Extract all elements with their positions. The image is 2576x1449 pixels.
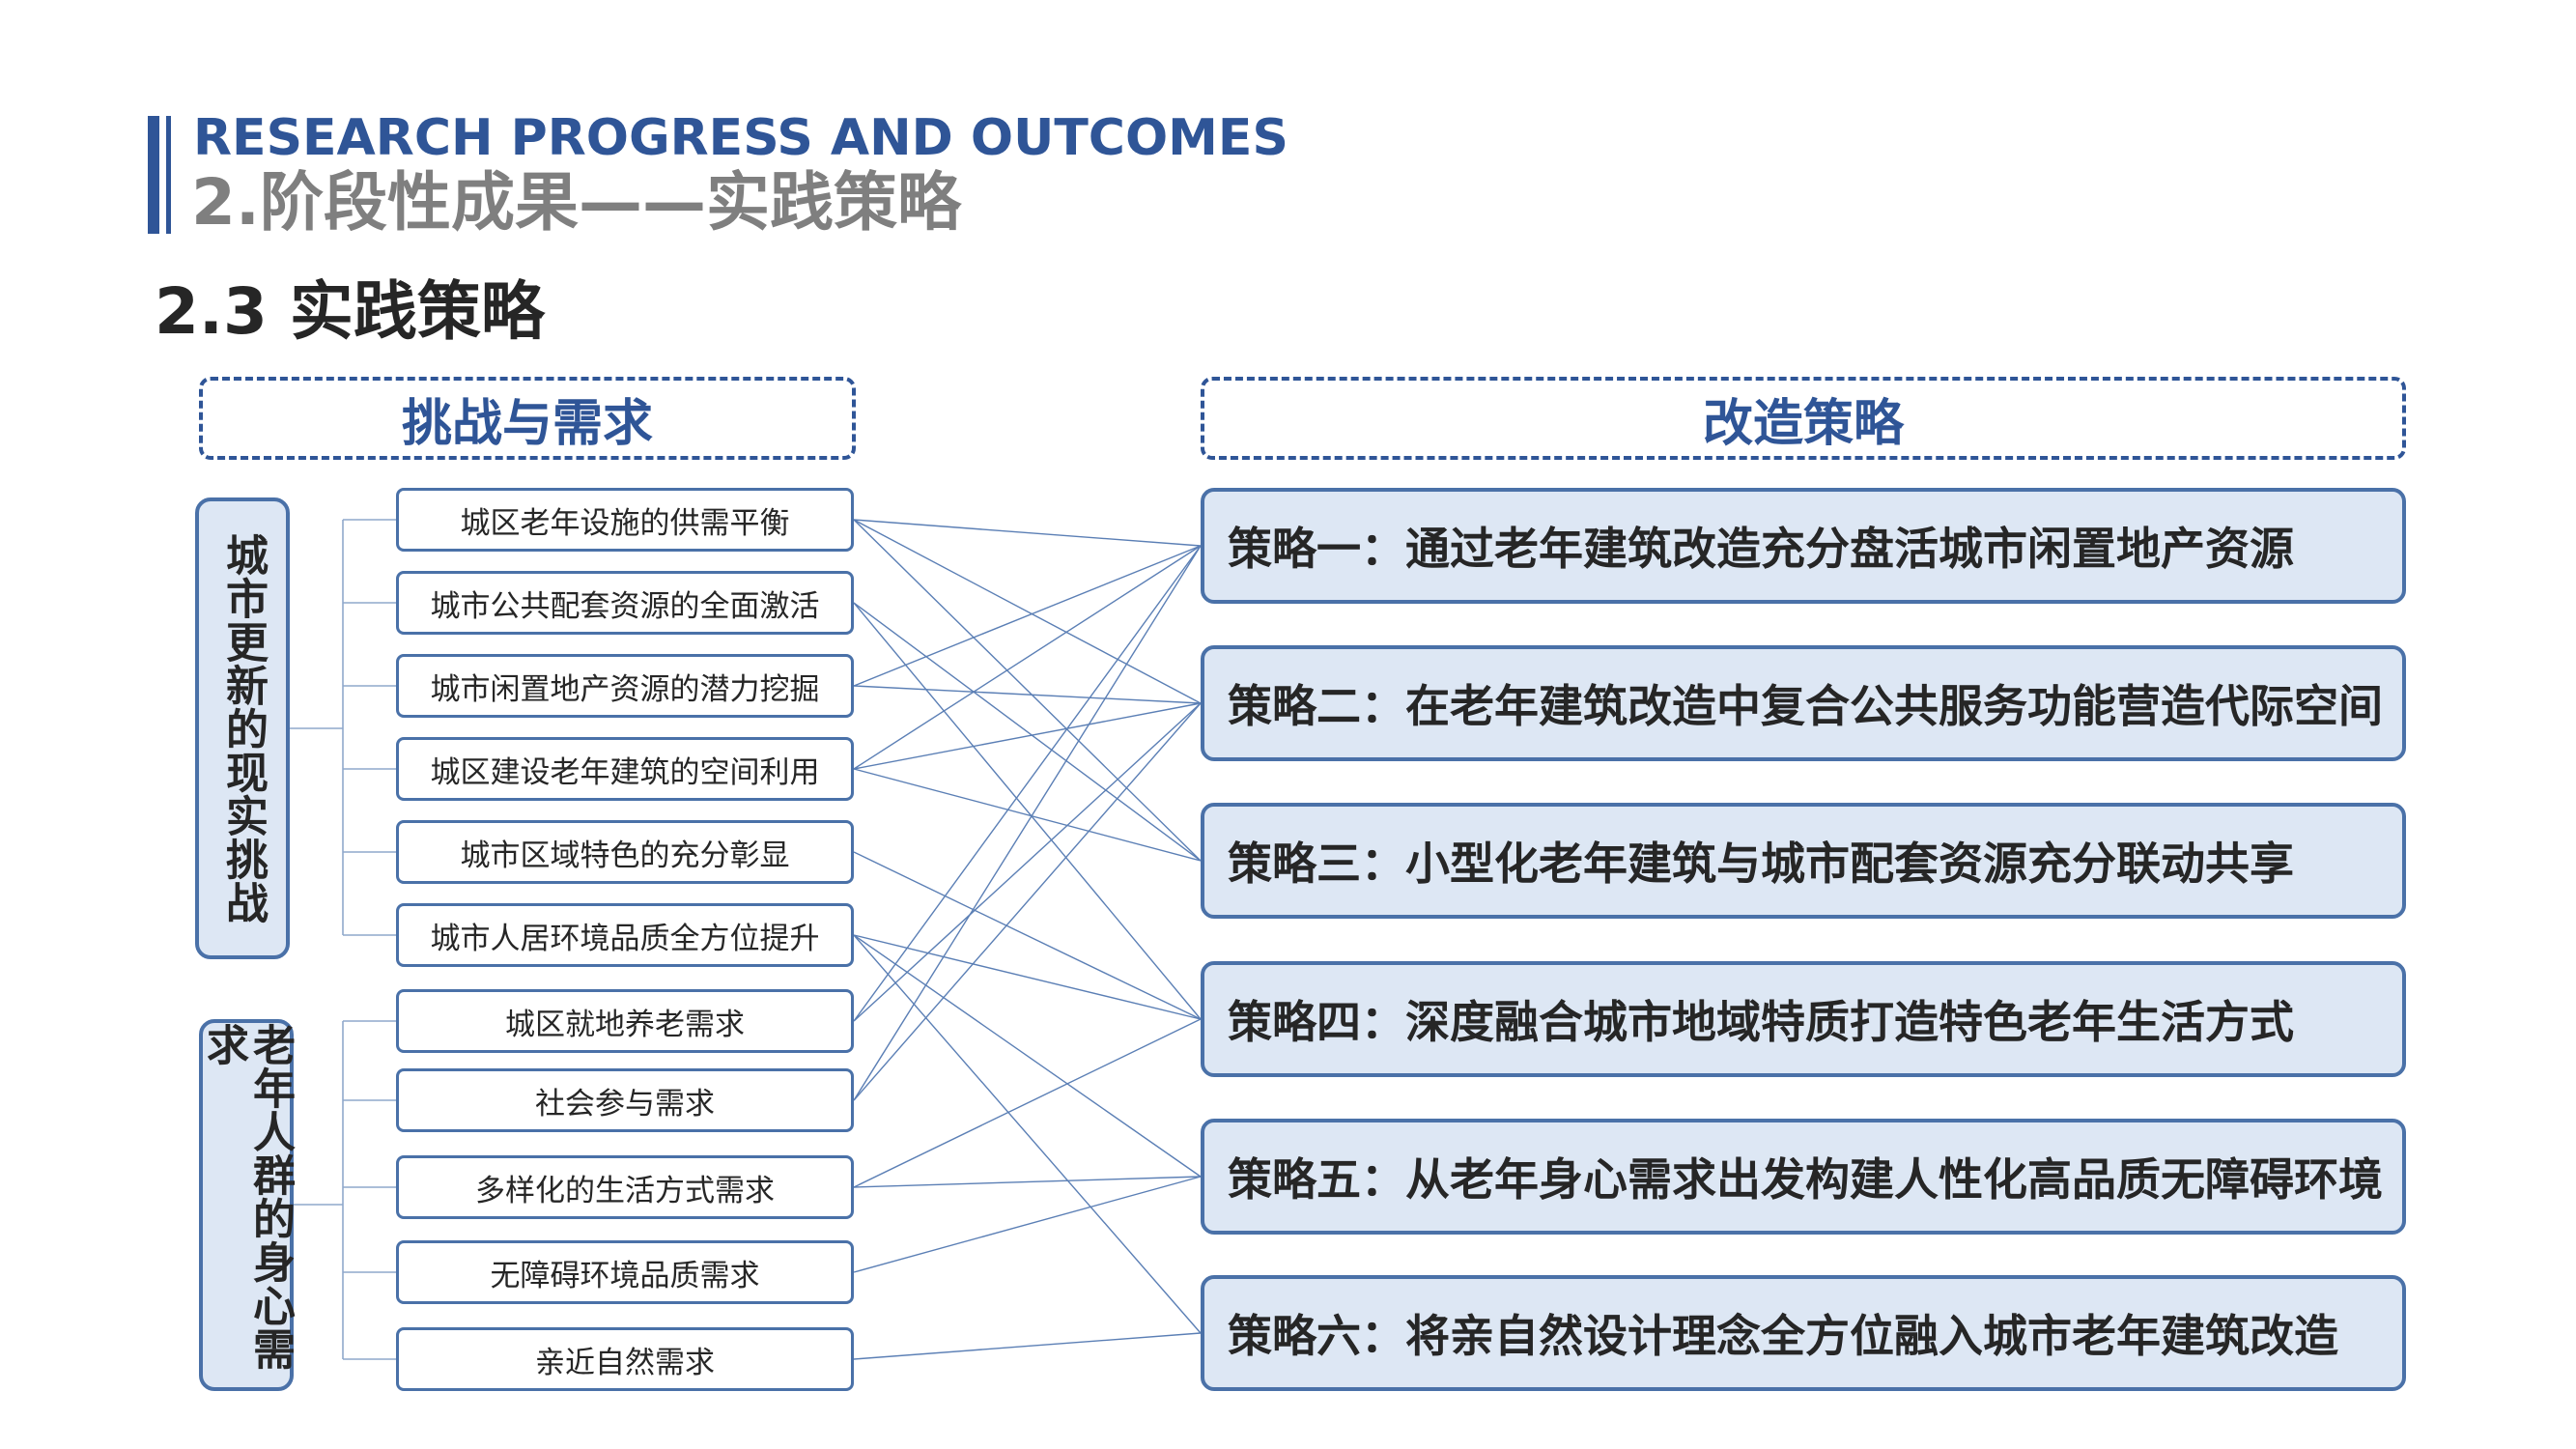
category-label: 城市更新的现实挑战 (218, 532, 268, 924)
link-line (853, 1018, 1202, 1188)
link-line (853, 702, 1202, 770)
strategy-1: 策略一：通过老年建筑改造充分盘活城市闲置地产资源 (1201, 488, 2406, 604)
item-barrier-free: 无障碍环境品质需求 (396, 1240, 854, 1304)
item-social-participation: 社会参与需求 (396, 1068, 854, 1132)
link-line (853, 934, 1202, 1178)
link-line (853, 1332, 1202, 1360)
link-line (853, 545, 1202, 1101)
strategy-5: 策略五：从老年身心需求出发构建人性化高品质无障碍环境 (1201, 1119, 2406, 1235)
link-line (853, 1176, 1202, 1273)
link-line (853, 519, 1202, 862)
link-line (853, 702, 1202, 1022)
item-living-environment: 城市人居环境品质全方位提升 (396, 903, 854, 967)
category-label: 老年人群的身心需求 (199, 1023, 295, 1371)
item-regional-character: 城市区域特色的充分彰显 (396, 820, 854, 884)
item-space-utilization: 城区建设老年建筑的空间利用 (396, 737, 854, 801)
link-line (853, 519, 1202, 547)
title-accent-bar-thin (166, 116, 171, 234)
link-lines (853, 519, 1202, 1360)
link-line (853, 519, 1202, 704)
link-line (853, 602, 1202, 1020)
link-line (853, 685, 1202, 704)
item-idle-property: 城市闲置地产资源的潜力挖掘 (396, 654, 854, 718)
challenges-header: 挑战与需求 (199, 377, 856, 460)
category-urban-renewal: 城市更新的现实挑战 (195, 497, 290, 959)
item-facility-balance: 城区老年设施的供需平衡 (396, 488, 854, 552)
link-line (853, 1176, 1202, 1188)
link-line (853, 702, 1202, 1101)
link-line (853, 545, 1202, 770)
item-diverse-lifestyle: 多样化的生活方式需求 (396, 1155, 854, 1219)
link-line (853, 545, 1202, 687)
english-title: RESEARCH PROGRESS AND OUTCOMES (193, 109, 1288, 167)
link-line (853, 934, 1202, 1020)
strategies-header: 改造策略 (1201, 377, 2406, 460)
link-line (853, 602, 1202, 862)
link-line (853, 545, 1202, 1022)
chinese-title: 2.阶段性成果——实践策略 (191, 165, 961, 240)
link-line (853, 934, 1202, 1334)
category-elderly-needs: 老年人群的身心需求 (199, 1019, 295, 1391)
section-title: 2.3 实践策略 (155, 274, 545, 349)
title-accent-bar (148, 116, 159, 234)
strategy-3: 策略三：小型化老年建筑与城市配套资源充分联动共享 (1201, 803, 2406, 919)
strategy-4: 策略四：深度融合城市地域特质打造特色老年生活方式 (1201, 961, 2406, 1077)
link-line (853, 768, 1202, 862)
item-public-resources: 城市公共配套资源的全面激活 (396, 571, 854, 635)
item-aging-in-place: 城区就地养老需求 (396, 989, 854, 1053)
strategy-2: 策略二：在老年建筑改造中复合公共服务功能营造代际空间 (1201, 645, 2406, 761)
bracket-lines (290, 519, 396, 1360)
strategy-6: 策略六：将亲自然设计理念全方位融入城市老年建筑改造 (1201, 1275, 2406, 1391)
link-line (853, 851, 1202, 1020)
item-nature: 亲近自然需求 (396, 1327, 854, 1391)
